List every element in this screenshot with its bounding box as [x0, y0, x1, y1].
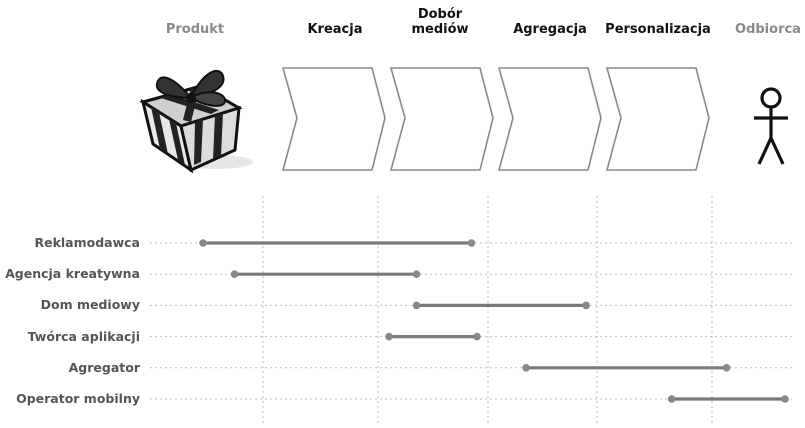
role-bar-endpoint: [667, 395, 676, 403]
role-label: Dom mediowy: [40, 297, 140, 313]
role-label: Operator mobilny: [16, 391, 140, 406]
gift-icon: [139, 70, 253, 174]
header-dobor-line2: mediów: [411, 22, 469, 37]
chevron-arrows: [281, 67, 710, 171]
chevron-dobor-mediow: [389, 67, 494, 171]
header-personalizacja: Personalizacja: [605, 22, 711, 37]
header-agregacja: Agregacja: [513, 22, 587, 37]
role-bar-endpoint: [230, 270, 239, 279]
role-label: Agencja kreatywna: [5, 266, 140, 282]
header-odbiorca: Odbiorca: [735, 22, 801, 37]
role-label: Agregator: [68, 359, 140, 375]
role-bars: [199, 239, 789, 403]
role-bar-endpoint: [582, 301, 590, 310]
role-bar-endpoint: [412, 301, 421, 310]
chevron-agregacja: [497, 67, 602, 171]
role-bar-endpoint: [522, 364, 530, 372]
role-bar-endpoint: [722, 364, 731, 372]
role-label: Reklamodawca: [34, 235, 140, 250]
role-bar-endpoint: [199, 239, 207, 247]
role-label: Twórca aplikacji: [27, 328, 140, 344]
header-dobor-mediow: Dobór mediów: [395, 7, 485, 37]
grid-lines: [150, 196, 795, 425]
chevron-kreacja: [281, 67, 386, 171]
header-produkt: Produkt: [165, 22, 225, 37]
role-bar-endpoint: [412, 270, 421, 279]
role-bar-endpoint: [473, 332, 481, 341]
role-bar-endpoint: [467, 239, 476, 247]
role-bar-endpoint: [385, 332, 393, 341]
header-kreacja: Kreacja: [307, 22, 363, 37]
header-dobor-line1: Dobór: [417, 7, 463, 22]
role-bar-endpoint: [781, 395, 789, 403]
chevron-personalizacja: [605, 67, 710, 171]
person-icon: [754, 87, 788, 165]
